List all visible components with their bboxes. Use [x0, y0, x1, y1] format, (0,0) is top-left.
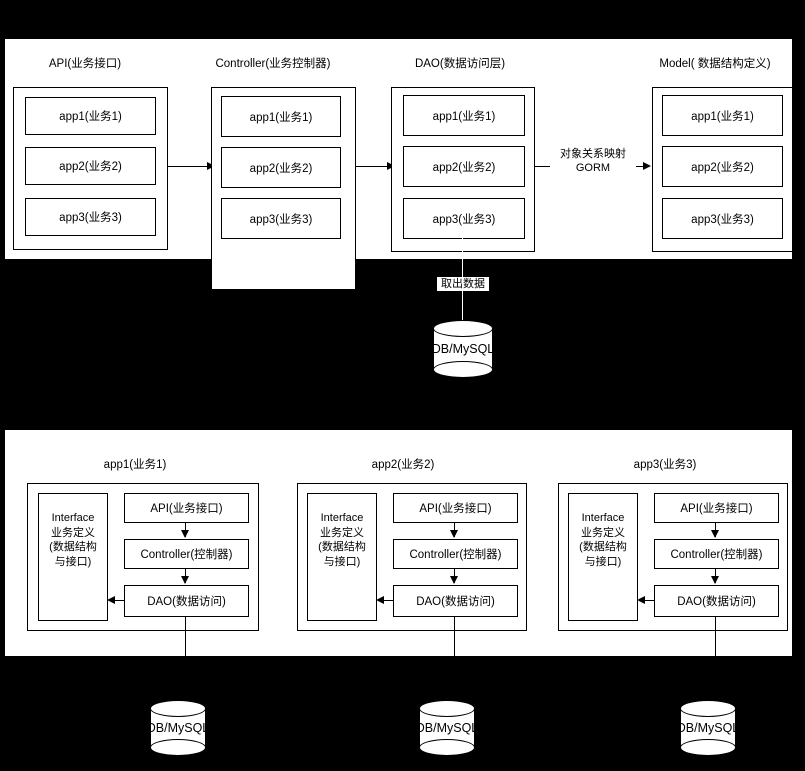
app2-interface-line3: (数据结构 [318, 541, 366, 553]
app1-interface-box[interactable]: Interface 业务定义 (数据结构 与接口) [38, 493, 108, 621]
group-title-app2: app2(业务2) [371, 459, 435, 471]
db-bottom-ellipse [433, 361, 493, 378]
app2-dao-to-interface-head [376, 596, 384, 604]
app1-controller-to-dao-head [181, 576, 189, 584]
app3-controller-box[interactable]: Controller(控制器) [654, 539, 779, 569]
app1-dao-box[interactable]: DAO(数据访问) [124, 585, 249, 617]
db-label: DB/MySQL [431, 342, 495, 356]
app2-interface-line2: 业务定义 [320, 526, 364, 539]
app1-api-to-controller-head [181, 530, 189, 538]
edge-label-fetch-data: 取出数据 [437, 277, 489, 291]
model-app2-box[interactable]: app2(业务2) [662, 146, 783, 187]
arrow-controller-to-dao-line [356, 166, 389, 168]
app2-interface-line4: 与接口) [323, 555, 361, 568]
dao-app3-box[interactable]: app3(业务3) [403, 198, 525, 239]
column-title-controller: Controller(业务控制器) [215, 58, 331, 70]
api-app2-box[interactable]: app2(业务2) [25, 147, 156, 185]
api-app3-box[interactable]: app3(业务3) [25, 198, 156, 236]
app3-database-cylinder: DB/MySQL [677, 700, 739, 756]
app1-dao-to-db-line [185, 617, 187, 656]
app1-interface-line2: 业务定义 [51, 526, 95, 539]
app3-api-to-controller-head [711, 530, 719, 538]
app1-interface-line4: 与接口) [54, 555, 92, 568]
app3-interface-box[interactable]: Interface 业务定义 (数据结构 与接口) [568, 493, 638, 621]
controller-app3-box[interactable]: app3(业务3) [221, 198, 341, 239]
app3-dao-to-interface-head [637, 596, 645, 604]
app1-api-box[interactable]: API(业务接口) [124, 493, 249, 523]
controller-app1-box[interactable]: app1(业务1) [221, 96, 341, 137]
edge-label-gorm-line2: GORM [550, 161, 636, 175]
app2-api-to-controller-head [450, 530, 458, 538]
dao-app1-box[interactable]: app1(业务1) [403, 95, 525, 136]
app1-controller-box[interactable]: Controller(控制器) [124, 539, 249, 569]
app3-controller-to-dao-head [711, 576, 719, 584]
app3-dao-to-interface-line [639, 600, 655, 602]
app1-dao-to-interface-head [107, 596, 115, 604]
app1-db-top-ellipse [150, 700, 206, 717]
api-app1-box[interactable]: app1(业务1) [25, 97, 156, 135]
dao-to-db-connector-line [462, 213, 464, 323]
app2-controller-to-dao-head [450, 576, 458, 584]
dao-app2-box[interactable]: app2(业务2) [403, 146, 525, 187]
db-top-ellipse [433, 320, 493, 337]
top-architecture-panel: API(业务接口) Controller(业务控制器) DAO(数据访问层) M… [5, 39, 793, 290]
app3-interface-line1: Interface [581, 512, 625, 524]
app2-controller-box[interactable]: Controller(控制器) [393, 539, 518, 569]
app3-db-top-ellipse [680, 700, 736, 717]
column-title-dao: DAO(数据访问层) [414, 58, 506, 70]
app2-db-label: DB/MySQL [415, 721, 479, 735]
column-title-model: Model( 数据结构定义) [659, 58, 771, 70]
app1-interface-line3: (数据结构 [49, 541, 97, 553]
app1-db-bottom-ellipse [150, 739, 206, 756]
app3-interface-line4: 与接口) [584, 555, 622, 568]
app1-database-cylinder: DB/MySQL [147, 700, 209, 756]
app2-interface-box[interactable]: Interface 业务定义 (数据结构 与接口) [307, 493, 377, 621]
group-title-app1: app1(业务1) [103, 459, 167, 471]
app3-db-bottom-ellipse [680, 739, 736, 756]
model-app3-box[interactable]: app3(业务3) [662, 198, 783, 239]
arrow-dao-to-model-head [643, 162, 651, 170]
app2-dao-box[interactable]: DAO(数据访问) [393, 585, 518, 617]
app1-interface-line1: Interface [51, 512, 95, 524]
app2-interface-line1: Interface [320, 512, 364, 524]
app3-dao-to-db-line [715, 617, 717, 656]
arrow-api-to-controller-line [168, 166, 209, 168]
central-database-cylinder: DB/MySQL [431, 320, 495, 378]
app3-dao-box[interactable]: DAO(数据访问) [654, 585, 779, 617]
app2-db-bottom-ellipse [419, 739, 475, 756]
bottom-detail-panel: app1(业务1) Interface 业务定义 (数据结构 与接口) API(… [5, 430, 792, 656]
app2-db-top-ellipse [419, 700, 475, 717]
app3-db-label: DB/MySQL [676, 721, 740, 735]
app2-database-cylinder: DB/MySQL [416, 700, 478, 756]
model-app1-box[interactable]: app1(业务1) [662, 95, 783, 136]
app3-interface-line2: 业务定义 [581, 526, 625, 539]
app3-api-box[interactable]: API(业务接口) [654, 493, 779, 523]
app2-api-box[interactable]: API(业务接口) [393, 493, 518, 523]
group-title-app3: app3(业务3) [633, 459, 697, 471]
edge-label-gorm-line1: 对象关系映射 [550, 147, 636, 161]
app2-dao-to-db-line [454, 617, 456, 656]
app3-interface-line3: (数据结构 [579, 541, 627, 553]
column-title-api: API(业务接口) [48, 58, 122, 70]
app1-dao-to-interface-line [109, 600, 125, 602]
app1-db-label: DB/MySQL [146, 721, 210, 735]
controller-app2-box[interactable]: app2(业务2) [221, 147, 341, 188]
app2-dao-to-interface-line [378, 600, 394, 602]
